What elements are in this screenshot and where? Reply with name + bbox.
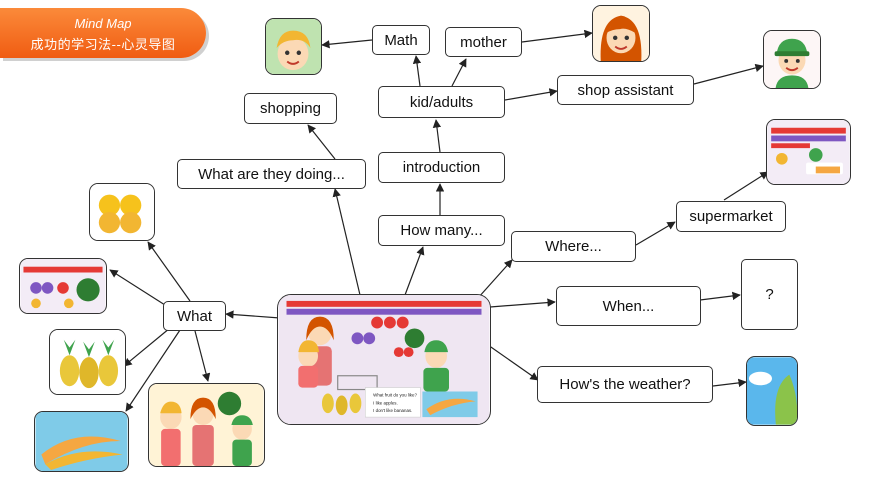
node-shopping: shopping	[244, 93, 337, 124]
central-scene-image: What fruit do you like? I like apples. I…	[277, 294, 491, 425]
speech-line-1: What fruit do you like?	[373, 392, 417, 397]
mind-map-banner: Mind Map 成功的学习法--心灵导图	[0, 8, 206, 58]
node-introduction: introduction	[378, 152, 505, 183]
shop-assistant-image	[763, 30, 821, 89]
speech-line-3: I don't like bananas.	[373, 408, 412, 413]
node-question: ?	[741, 259, 798, 330]
supermarket-image	[766, 119, 851, 185]
node-what: What	[163, 301, 226, 331]
family-scene-image	[148, 383, 265, 467]
node-where: Where...	[511, 231, 636, 262]
node-supermarket: supermarket	[676, 201, 786, 232]
node-when: When...	[556, 286, 701, 326]
banner-subtitle: 成功的学习法--心灵导图	[30, 37, 176, 52]
bananas-image	[34, 411, 129, 472]
oranges-image	[89, 183, 155, 241]
fruit-stand-image	[19, 258, 107, 314]
banner-title: Mind Map	[74, 16, 132, 31]
node-weather: How's the weather?	[537, 366, 713, 403]
node-shop-assistant: shop assistant	[557, 75, 694, 105]
node-kid-adults: kid/adults	[378, 86, 505, 118]
pineapples-image	[49, 329, 126, 395]
speech-line-2: I like apples.	[373, 400, 398, 405]
node-how-many: How many...	[378, 215, 505, 246]
weather-image	[746, 356, 798, 426]
mother-image	[592, 5, 650, 62]
node-math: Math	[372, 25, 430, 55]
node-what-doing: What are they doing...	[177, 159, 366, 189]
node-mother: mother	[445, 27, 522, 57]
boy-image	[265, 18, 322, 75]
